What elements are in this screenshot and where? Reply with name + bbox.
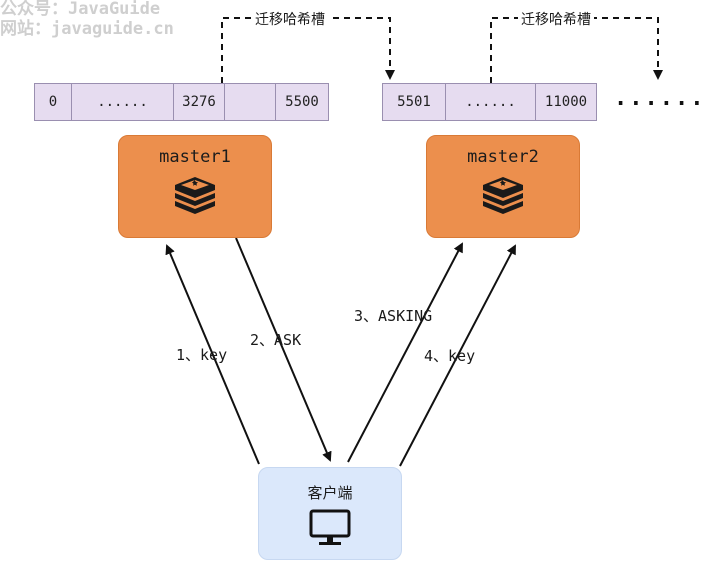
slot-cell	[225, 84, 276, 120]
migration-label-1: 迁移哈希槽	[252, 9, 328, 29]
node-title: master2	[467, 147, 539, 167]
node-title: master1	[159, 147, 231, 167]
slot-cell: 11000	[544, 94, 588, 110]
slot-cell: 5500	[285, 94, 319, 110]
slot-cell: ......	[72, 84, 174, 120]
slot-continuation-ellipsis: ......	[614, 86, 701, 111]
migration-label-2: 迁移哈希槽	[518, 9, 594, 29]
slot-row-master1: 0 ...... 3276 5500	[34, 83, 329, 121]
slot-cell: ......	[446, 84, 536, 120]
master1-node: master1	[118, 135, 272, 238]
master2-node: master2	[426, 135, 580, 238]
edge-4-key	[399, 244, 516, 467]
client-title: 客户端	[307, 484, 353, 502]
redis-icon	[483, 177, 523, 214]
monitor-icon	[309, 509, 351, 545]
slot-cell: 0	[35, 84, 72, 120]
edge-2-ask	[235, 237, 332, 462]
slot-cell: 5501	[383, 84, 446, 120]
watermark-line1: 公众号：JavaGuide	[0, 0, 161, 19]
slot-row-master2: 5501 ...... 11000	[382, 83, 597, 121]
edge-label-1: 1、key	[176, 346, 228, 364]
watermark-line2: 网站：javaguide.cn	[0, 19, 174, 39]
edge-1-key	[165, 244, 260, 465]
edge-label-2: 2、ASK	[250, 331, 302, 349]
slot-cell: 3276	[174, 84, 225, 120]
edge-label-3: 3、ASKING	[354, 307, 433, 325]
edge-label-4: 4、key	[424, 347, 476, 365]
client-node: 客户端	[258, 467, 402, 560]
redis-icon	[175, 177, 215, 214]
edge-3-asking	[347, 242, 463, 463]
